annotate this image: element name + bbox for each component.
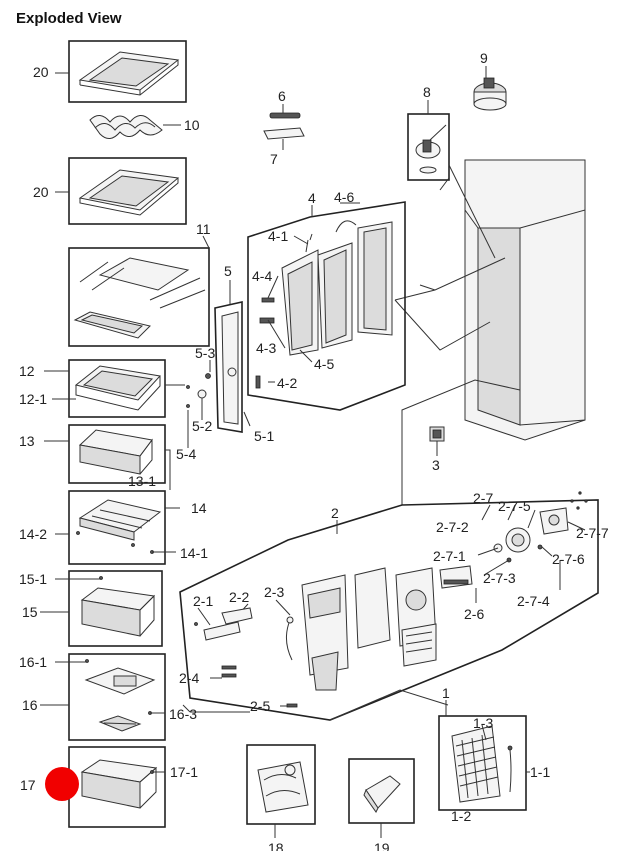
callout-2-5[interactable]: 2-5 (250, 698, 270, 714)
box-15 (68, 570, 163, 647)
callout-14-2[interactable]: 14-2 (19, 526, 47, 542)
box-18 (246, 744, 316, 825)
fan-9-part (473, 77, 507, 111)
evaporator-cover-2-part (286, 567, 437, 691)
callout-2-2[interactable]: 2-2 (229, 589, 249, 605)
callout-7[interactable]: 7 (270, 151, 278, 167)
callout-4[interactable]: 4 (308, 190, 316, 206)
callout-2-7[interactable]: 2-7 (473, 490, 493, 506)
callout-1-2[interactable]: 1-2 (451, 808, 471, 824)
callout-2-7-3[interactable]: 2-7-3 (483, 570, 516, 586)
box-16 (68, 653, 166, 741)
cover-16-part (84, 659, 156, 732)
callout-4-4[interactable]: 4-4 (252, 268, 272, 284)
part-2-5 (286, 703, 298, 708)
callout-2-7-1[interactable]: 2-7-1 (433, 548, 466, 564)
box-12 (68, 359, 166, 418)
callout-17[interactable]: 17 (20, 777, 36, 793)
callout-5[interactable]: 5 (224, 263, 232, 279)
callout-5-1[interactable]: 5-1 (254, 428, 274, 444)
callout-2-1[interactable]: 2-1 (193, 593, 213, 609)
box-20-second (68, 157, 187, 225)
box-20-top (68, 40, 187, 103)
callout-2-7-7[interactable]: 2-7-7 (576, 525, 609, 541)
callout-3[interactable]: 3 (432, 457, 440, 473)
motor-8-part (415, 124, 447, 174)
bracket-4-parts (255, 220, 393, 389)
callout-14[interactable]: 14 (191, 500, 207, 516)
bin-18-part (257, 761, 309, 813)
callout-2-7-4[interactable]: 2-7-4 (517, 593, 550, 609)
page-title: Exploded View (16, 10, 122, 27)
part-2-1-2-2 (194, 607, 253, 641)
callout-9[interactable]: 9 (480, 50, 488, 66)
callout-14-1[interactable]: 14-1 (180, 545, 208, 561)
callout-11[interactable]: 11 (196, 221, 211, 237)
callout-1-3[interactable]: 1-3 (473, 715, 493, 731)
callout-15-1[interactable]: 15-1 (19, 571, 47, 587)
callout-4-1[interactable]: 4-1 (268, 228, 288, 244)
callout-1-1[interactable]: 1-1 (530, 764, 550, 780)
callout-16-1[interactable]: 16-1 (19, 654, 47, 670)
box-11 (68, 247, 210, 347)
part-2-4 (221, 665, 237, 678)
cabinet-part (464, 159, 586, 441)
callout-4-2[interactable]: 4-2 (277, 375, 297, 391)
callout-20-second[interactable]: 20 (33, 184, 49, 200)
callout-19[interactable]: 19 (374, 840, 390, 856)
callout-2-6[interactable]: 2-6 (464, 606, 484, 622)
box-2 (179, 499, 599, 721)
box-5 (214, 301, 243, 433)
callout-6[interactable]: 6 (278, 88, 286, 104)
callout-4-6[interactable]: 4-6 (334, 189, 354, 205)
callout-20-top[interactable]: 20 (33, 64, 49, 80)
callout-16[interactable]: 16 (22, 697, 38, 713)
callout-2-7-5[interactable]: 2-7-5 (498, 498, 531, 514)
callout-4-5[interactable]: 4-5 (314, 356, 334, 372)
cover-14-part (76, 499, 162, 554)
box-4 (247, 201, 406, 411)
callout-5-3[interactable]: 5-3 (195, 345, 215, 361)
callout-4-3[interactable]: 4-3 (256, 340, 276, 356)
box-13 (68, 424, 166, 484)
evaporator-1-part (451, 725, 513, 803)
bin-13-part (78, 429, 153, 475)
callout-13-1[interactable]: 13-1 (128, 473, 156, 489)
handle-6-7-part (263, 104, 305, 150)
callout-8[interactable]: 8 (423, 84, 431, 100)
fan-assembly-2-7 (493, 491, 588, 563)
shelf-11-part (73, 257, 206, 339)
highlight-marker[interactable] (45, 767, 79, 801)
callout-12-1[interactable]: 12-1 (19, 391, 47, 407)
shelf-20-top-part (78, 51, 180, 96)
panel-5-part (186, 311, 239, 425)
shelf-20-second-part (78, 169, 180, 216)
part-3 (429, 426, 445, 442)
callout-2-7-2[interactable]: 2-7-2 (436, 519, 469, 535)
callout-5-4[interactable]: 5-4 (176, 446, 196, 462)
tray-19-part (363, 775, 401, 813)
callout-13[interactable]: 13 (19, 433, 35, 449)
callout-10[interactable]: 10 (184, 117, 200, 133)
callout-1[interactable]: 1 (442, 685, 450, 701)
drawer-17-part (80, 759, 158, 809)
wine-rack-10-part (89, 115, 163, 139)
box-1 (438, 715, 527, 811)
callout-17-1[interactable]: 17-1 (170, 764, 198, 780)
shelf-12-part (74, 365, 161, 411)
callout-2[interactable]: 2 (331, 505, 339, 521)
callout-2-7-6[interactable]: 2-7-6 (552, 551, 585, 567)
callout-12[interactable]: 12 (19, 363, 35, 379)
callout-2-4[interactable]: 2-4 (179, 670, 199, 686)
callout-5-2[interactable]: 5-2 (192, 418, 212, 434)
callout-16-3[interactable]: 16-3 (169, 706, 197, 722)
drawer-15-part (80, 576, 156, 637)
box-14 (68, 490, 166, 565)
callout-15[interactable]: 15 (22, 604, 38, 620)
callout-2-3[interactable]: 2-3 (264, 584, 284, 600)
part-2-6 (439, 565, 473, 589)
callout-18[interactable]: 18 (268, 840, 284, 856)
